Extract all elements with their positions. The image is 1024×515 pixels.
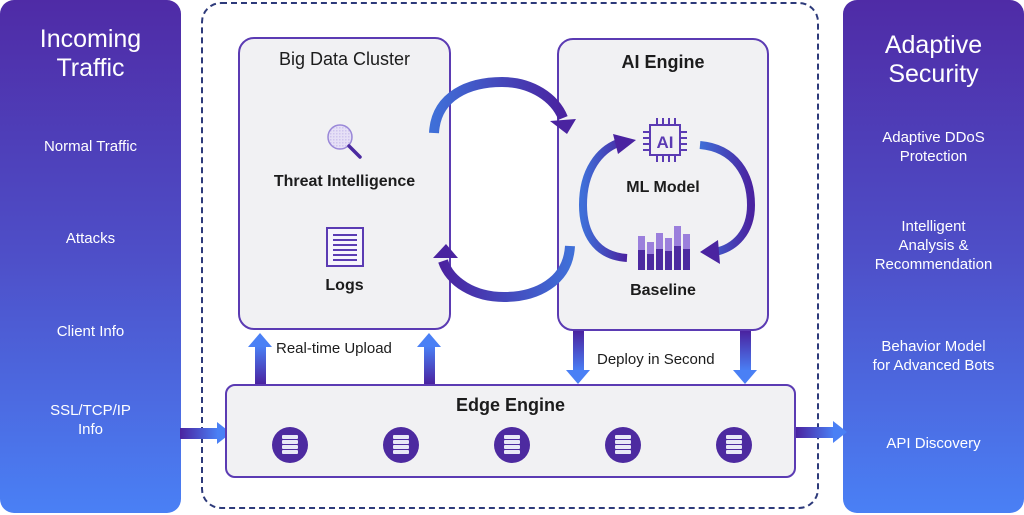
ssl-tcp-ip-line1: SSL/TCP/IP: [50, 402, 131, 419]
ml-model-label: ML Model: [626, 179, 700, 196]
adaptive-title-line2: Security: [888, 60, 979, 88]
deploy-arrow-left: [566, 331, 590, 384]
deploy-arrow-right: [733, 331, 757, 384]
edge-server-icon: [716, 427, 752, 463]
upload-arrow-right: [417, 333, 441, 384]
incoming-traffic-panel: Incoming Traffic Normal Traffic Attacks …: [0, 0, 181, 513]
adaptive-security-panel: Adaptive Security Adaptive DDoS Protecti…: [843, 0, 1024, 513]
normal-traffic-label: Normal Traffic: [43, 138, 138, 155]
behavior-model-line1: Behavior Model: [881, 338, 986, 355]
baseline-chart-icon: [638, 226, 690, 270]
ai-chip-text: AI: [657, 133, 674, 152]
attacks-label: Attacks: [65, 230, 116, 247]
big-data-cluster-box: Big Data Cluster Threat Intelligence Log…: [238, 37, 451, 330]
adaptive-ddos-line1: Adaptive DDoS: [882, 129, 985, 146]
edge-engine-title: Edge Engine: [455, 395, 565, 415]
intelligent-analysis-line3: Recommendation: [874, 256, 993, 273]
logs-label: Logs: [325, 277, 364, 294]
realtime-upload-label: Real-time Upload: [276, 340, 392, 357]
upload-arrow-left: [248, 333, 272, 384]
model-to-baseline-arrow: [699, 141, 756, 264]
ai-chip-icon: AI: [643, 118, 687, 162]
edge-server-icon: [494, 427, 530, 463]
intelligent-analysis-label: Intelligent Analysis & Recommendation: [843, 217, 1024, 274]
edge-server-icon: [605, 427, 641, 463]
edge-server-icon: [272, 427, 308, 463]
adaptive-ddos-label: Adaptive DDoS Protection: [843, 128, 1024, 166]
magnifier-icon: [327, 124, 362, 159]
behavior-model-line2: for Advanced Bots: [872, 357, 995, 374]
deploy-in-second-label: Deploy in Second: [597, 351, 715, 368]
api-discovery-label: API Discovery: [886, 435, 981, 452]
behavior-model-label: Behavior Model for Advanced Bots: [843, 337, 1024, 375]
adaptive-ddos-line2: Protection: [899, 148, 968, 165]
incoming-title-line2: Traffic: [56, 54, 125, 82]
feedback-to-bigdata-arrow: [433, 244, 575, 303]
intelligent-analysis-line2: Analysis &: [898, 237, 969, 254]
ai-engine-box: AI Engine ML Model Baseline: [557, 38, 769, 331]
baseline-to-model-arrow: [578, 134, 636, 262]
edge-to-adaptive-arrow: [796, 421, 847, 443]
ssl-tcp-ip-line2: Info: [77, 421, 104, 438]
logs-document-icon: [326, 227, 364, 267]
threat-intelligence-label: Threat Intelligence: [273, 173, 416, 190]
adaptive-title-line1: Adaptive: [884, 31, 983, 59]
edge-server-icon: [383, 427, 419, 463]
baseline-label: Baseline: [630, 282, 696, 299]
ssl-tcp-ip-label: SSL/TCP/IP Info: [0, 401, 181, 439]
incoming-title: Incoming Traffic: [0, 25, 181, 83]
upload-to-ai-arrow: [429, 76, 576, 134]
intelligent-analysis-line1: Intelligent: [901, 218, 966, 235]
platform-container: [201, 2, 819, 509]
client-info-label: Client Info: [56, 323, 125, 340]
adaptive-title: Adaptive Security: [843, 31, 1024, 89]
edge-engine-box: Edge Engine: [225, 384, 796, 478]
incoming-to-edge-arrow: [180, 422, 231, 444]
ai-engine-title: AI Engine: [621, 52, 705, 72]
incoming-title-line1: Incoming: [39, 25, 142, 53]
big-data-cluster-title: Big Data Cluster: [278, 49, 411, 69]
